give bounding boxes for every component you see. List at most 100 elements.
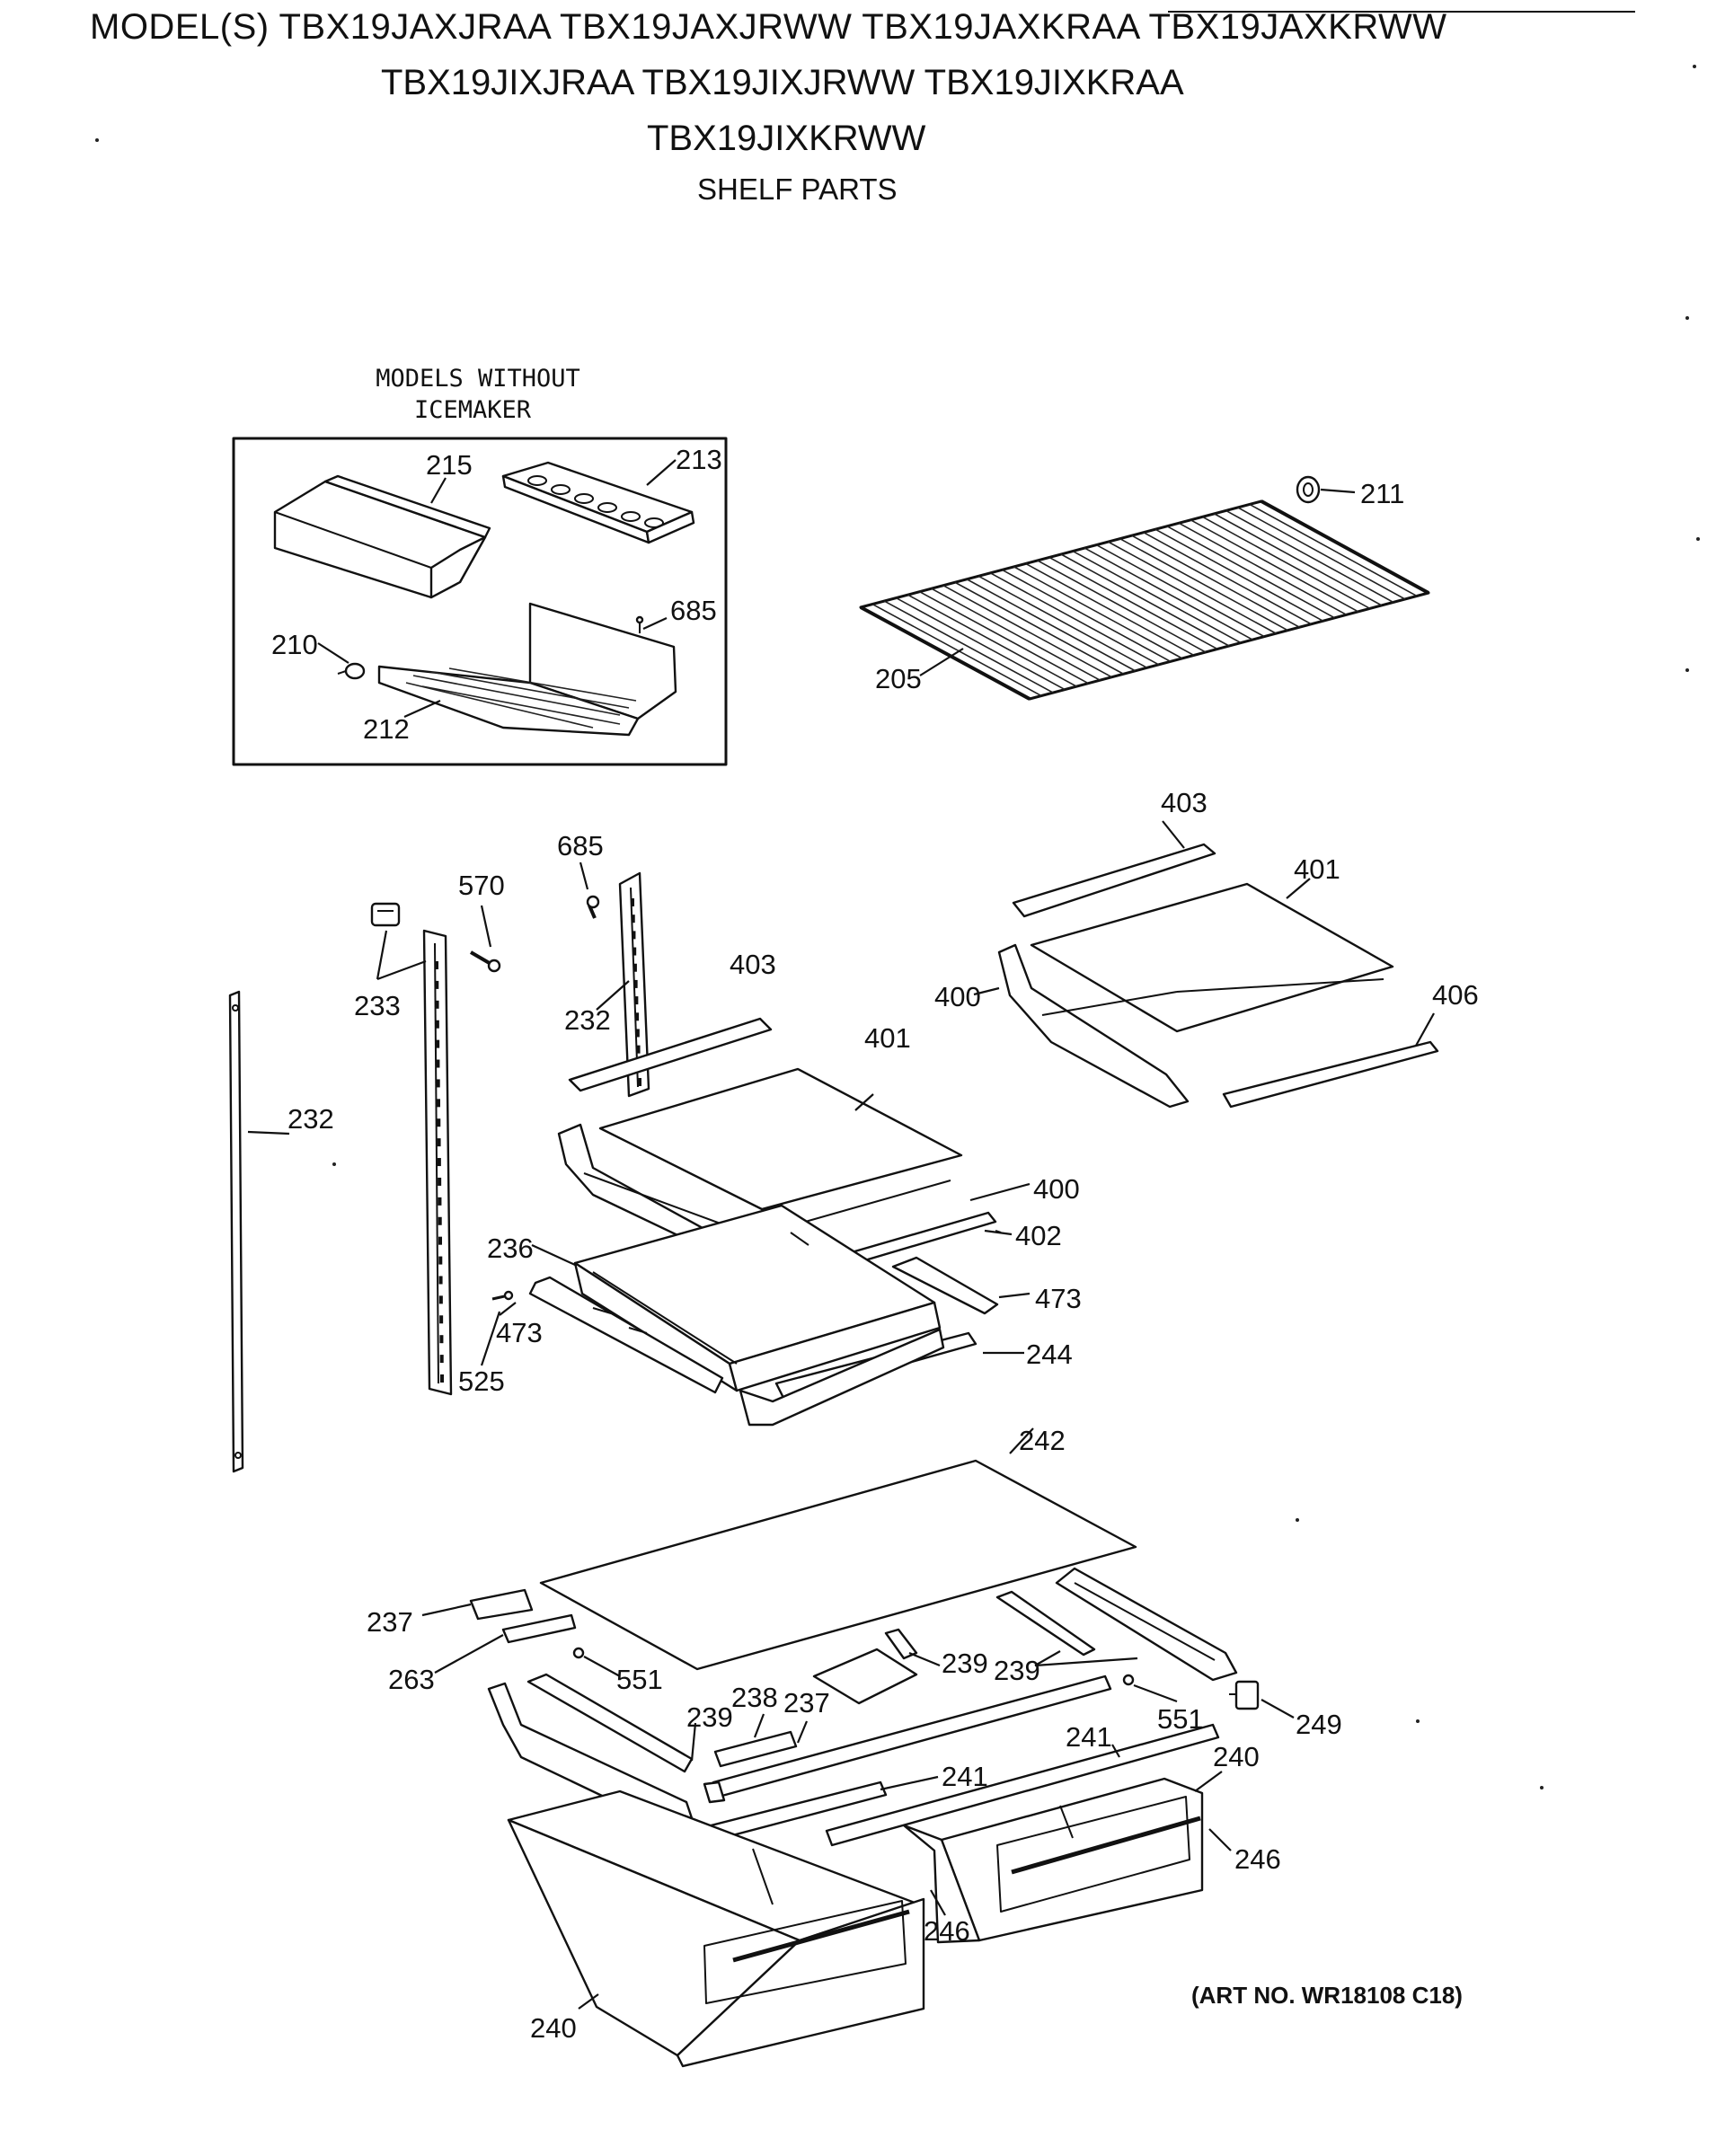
wire-rod [1072, 550, 1242, 644]
callout-239-right: 239 [994, 1655, 1040, 1686]
part-239-slide-right [995, 1590, 1096, 1657]
inset-panel: MODELS WITHOUT ICEMAKER [232, 365, 728, 766]
callout-241-right: 241 [1066, 1721, 1112, 1753]
callout-237-left: 237 [367, 1606, 413, 1638]
part-239-center-bracket [812, 1648, 918, 1705]
wire-rod [1166, 526, 1335, 619]
rail-slot [435, 1020, 439, 1029]
part-233-clip [370, 902, 401, 927]
wire-rod [871, 603, 1042, 697]
wire-rod [1025, 562, 1195, 657]
scan-specks [95, 65, 1700, 1789]
wire-rod [1108, 541, 1277, 634]
rail-slot [435, 961, 438, 969]
wire-rod [1154, 528, 1323, 622]
callout-210: 210 [271, 629, 318, 660]
wire-rod [931, 588, 1101, 681]
rail-slot [632, 963, 637, 972]
callout-249: 249 [1296, 1709, 1342, 1740]
callout-240-right: 240 [1213, 1741, 1260, 1772]
callout-403-center: 403 [730, 949, 776, 980]
wire-rod [954, 581, 1124, 675]
part-213-ice-tray [501, 461, 695, 544]
wire-rod [1237, 507, 1406, 600]
rail-slot [633, 979, 638, 988]
header-subtitle: SHELF PARTS [697, 172, 898, 206]
header-models-line3: TBX19JIXKRWW [647, 119, 926, 158]
callout-211: 211 [1360, 478, 1404, 509]
callout-244: 244 [1026, 1339, 1073, 1370]
rail-slot [631, 915, 635, 923]
part-242-glass-cover [539, 1459, 1137, 1671]
rail-slot [436, 1039, 440, 1048]
rail-slot [437, 1158, 441, 1167]
callout-215: 215 [426, 449, 473, 481]
inset-title-line1: MODELS WITHOUT [376, 365, 580, 393]
art-number: (ART NO. WR18108 C18) [1191, 1982, 1463, 2009]
rail-slot [439, 1315, 444, 1324]
wire-rod [1037, 560, 1207, 653]
rail-slot [435, 980, 439, 989]
wire-rod [1190, 519, 1359, 613]
rail-slot [438, 1295, 443, 1304]
part-249-clip [1229, 1680, 1260, 1710]
part-525-screw [491, 1290, 514, 1301]
part-crisper-frame-right [1055, 1567, 1238, 1682]
wire-rod [907, 594, 1077, 687]
rail-slot [438, 1197, 442, 1206]
part-240-crisper-right [902, 1777, 1204, 1944]
inset-border [232, 437, 728, 766]
callout-241-left: 241 [942, 1761, 988, 1792]
callout-232-center: 232 [564, 1004, 611, 1036]
wire-rod [1202, 516, 1371, 610]
rail-slot [438, 1276, 443, 1285]
part-473-slide-right [891, 1256, 999, 1315]
wire-rod [919, 590, 1089, 685]
callout-403-right: 403 [1161, 787, 1208, 818]
part-551-screw-left [572, 1647, 585, 1659]
wire-rod [1143, 532, 1312, 625]
wire-rod [989, 572, 1160, 666]
rail-slot [437, 1138, 441, 1147]
rail-slot [634, 996, 639, 1005]
rail-slot [439, 1335, 444, 1344]
rail-slot [635, 1029, 640, 1038]
wire-rod [1119, 537, 1288, 632]
callout-213: 213 [676, 444, 722, 475]
callout-685: 685 [557, 830, 604, 862]
callout-242: 242 [1019, 1425, 1066, 1456]
wire-rod [1249, 503, 1418, 597]
wire-rod [1060, 553, 1230, 647]
callout-239-left: 239 [686, 1701, 733, 1733]
callout-240-left: 240 [530, 2012, 577, 2044]
rail-slot [636, 1045, 641, 1054]
callout-473-left: 473 [496, 1317, 543, 1348]
callout-406: 406 [1432, 979, 1479, 1011]
rail-slot [437, 1099, 440, 1108]
rail-slot [440, 1374, 444, 1383]
header-models-line2: TBX19JIXJRAA TBX19JIXJRWW TBX19JIXKRAA [381, 63, 1184, 102]
wire-rod [895, 596, 1066, 691]
wire-rod [1013, 566, 1183, 659]
part-403-trim-center [568, 1017, 773, 1092]
wire-rod [1048, 556, 1218, 650]
part-551-screw-right [1122, 1674, 1135, 1686]
part-401-glass-right [1030, 882, 1394, 1033]
callout-237-front: 237 [783, 1687, 830, 1719]
callout-570: 570 [458, 870, 505, 901]
callout-525: 525 [458, 1365, 505, 1397]
lower-crisper-assembly [421, 1427, 1295, 2068]
wire-rod [1214, 513, 1383, 606]
part-205-wire-shelf [859, 499, 1430, 701]
part-263-trim [501, 1613, 577, 1644]
rail-slot [438, 1216, 442, 1225]
header-models-line1: MODEL(S) TBX19JAXJRAA TBX19JAXJRWW TBX19… [90, 7, 1447, 47]
callout-233: 233 [354, 990, 401, 1021]
rail-slot [439, 1355, 444, 1364]
wire-rod [883, 600, 1054, 694]
header-rule [1168, 11, 1635, 13]
part-238-label-strip [713, 1730, 798, 1768]
callout-473-right: 473 [1035, 1283, 1082, 1314]
part-237-rail-left [469, 1588, 534, 1621]
